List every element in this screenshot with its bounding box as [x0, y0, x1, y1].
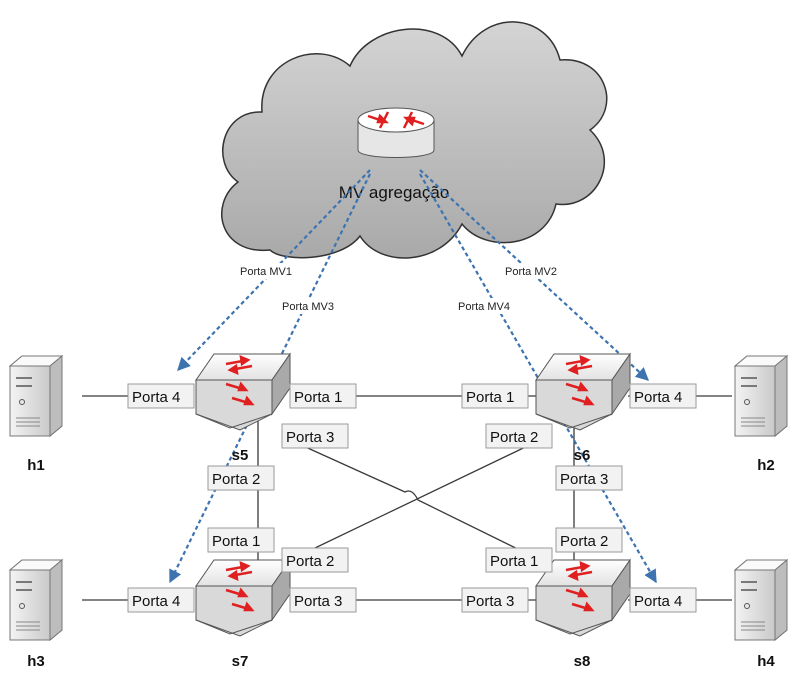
router-icon: [357, 107, 435, 158]
s7-port2: Porta 2: [286, 553, 334, 570]
mv4-label: Porta MV4: [458, 301, 510, 313]
s5-port3: Porta 3: [286, 429, 334, 446]
s5-switch-icon: [194, 352, 292, 432]
s5-port4: Porta 4: [132, 389, 180, 406]
s5-port1: Porta 1: [294, 389, 342, 406]
h4-label: h4: [757, 653, 775, 670]
s8-port3: Porta 3: [466, 593, 514, 610]
h3-server-icon: [9, 559, 63, 641]
s5-label: s5: [232, 447, 249, 464]
s7-port1: Porta 1: [212, 533, 260, 550]
s7-port3: Porta 3: [294, 593, 342, 610]
mv2-label: Porta MV2: [505, 266, 557, 278]
h1-server-icon: [9, 355, 63, 437]
mv3-label: Porta MV3: [282, 301, 334, 313]
s5-port2: Porta 2: [212, 471, 260, 488]
s8-port1: Porta 1: [490, 553, 538, 570]
h1-label: h1: [27, 457, 45, 474]
router-label: MV agregação: [339, 183, 450, 202]
s6-label: s6: [574, 447, 591, 464]
s7-label: s7: [232, 653, 249, 670]
h4-server-icon: [734, 559, 788, 641]
port-labels: Porta 4 Porta 1 Porta 3 Porta 2 Porta 1 …: [127, 383, 697, 613]
physical-links: [82, 395, 732, 601]
s6-port3: Porta 3: [560, 471, 608, 488]
s6-switch-icon: [534, 352, 632, 432]
h2-server-icon: [734, 355, 788, 437]
s8-label: s8: [574, 653, 591, 670]
h3-label: h3: [27, 653, 45, 670]
s6-port4: Porta 4: [634, 389, 682, 406]
h2-label: h2: [757, 457, 775, 474]
mv1-label: Porta MV1: [240, 266, 292, 278]
s8-port4: Porta 4: [634, 593, 682, 610]
s6-port1: Porta 1: [466, 389, 514, 406]
s7-port4: Porta 4: [132, 593, 180, 610]
s7-switch-icon: [194, 558, 292, 638]
mv-port-labels: Porta MV1 Porta MV2 Porta MV3 Porta MV4: [238, 263, 569, 314]
s8-port2: Porta 2: [560, 533, 608, 550]
s6-port2: Porta 2: [490, 429, 538, 446]
